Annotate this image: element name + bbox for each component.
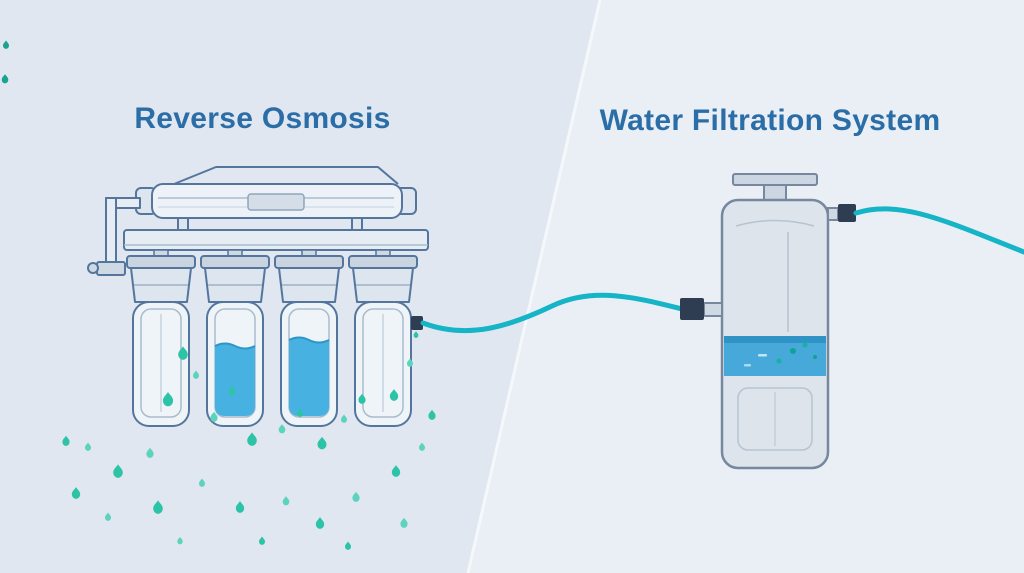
left-panel-title: Reverse Osmosis (134, 102, 391, 135)
housing-label-plate (247, 193, 305, 211)
inlet-valve (87, 197, 141, 276)
filter-cartridge-3 (274, 249, 344, 427)
vessel-body (720, 198, 830, 470)
vessel-water-band (724, 336, 826, 376)
filter-cartridge-1 (126, 249, 196, 427)
right-panel-title: Water Filtration System (599, 104, 941, 137)
filtration-vessel-illustration (680, 173, 856, 470)
cartridge-water-fill (215, 343, 255, 416)
outlet-port-connector (411, 316, 423, 330)
manifold-bracket (123, 217, 429, 251)
filter-cartridge-2 (200, 249, 270, 427)
membrane-housing (135, 183, 417, 219)
vessel-inlet-connector (680, 298, 723, 320)
cartridge-water-fill (289, 337, 329, 416)
connecting-tube-right (853, 206, 1024, 255)
connecting-tube-left (420, 292, 685, 334)
reverse-osmosis-illustration (87, 166, 429, 427)
panel-divider (466, 0, 602, 573)
vessel-cap (732, 173, 818, 202)
vessel-outlet-connector (827, 204, 856, 222)
